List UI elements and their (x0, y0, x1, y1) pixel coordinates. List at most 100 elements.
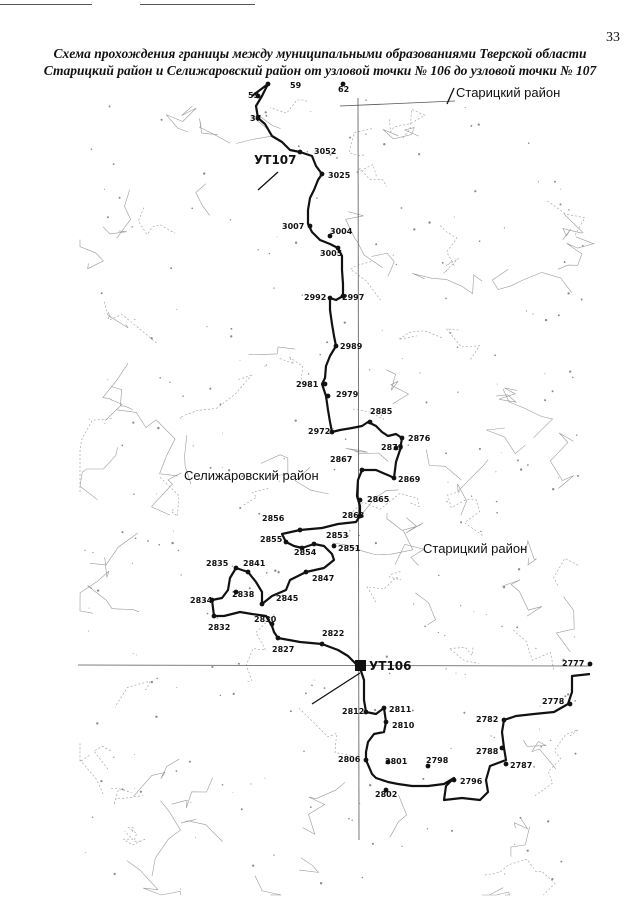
terrain-dot (557, 314, 560, 317)
map-title-line2: Старицкий район и Селижаровский район от… (43, 63, 597, 78)
terrain-line (355, 164, 388, 187)
terrain-dot (171, 541, 174, 545)
terrain-dot (351, 819, 353, 821)
terrain-line (79, 742, 105, 797)
terrain-dot (230, 327, 233, 330)
municipal-boundary-line (210, 82, 591, 802)
boundary-point-label: 2835 (206, 559, 229, 568)
terrain-line (159, 477, 180, 517)
grid-line-vertical (357, 97, 360, 841)
boundary-point-label: 2869 (398, 475, 421, 484)
grid-line-top (339, 100, 456, 107)
terrain-dot (336, 157, 338, 159)
boundary-point-label: 2802 (375, 790, 397, 799)
terrain-dot (567, 292, 570, 295)
terrain-dot (438, 574, 440, 577)
terrain-dot (544, 373, 546, 375)
terrain-line (562, 213, 584, 241)
terrain-line (448, 647, 480, 664)
terrain-line (138, 207, 176, 236)
terrain-dot (559, 203, 562, 206)
terrain-dot (332, 428, 334, 430)
region-pointer (446, 87, 455, 105)
terrain-dot (457, 391, 459, 393)
terrain-dot (562, 658, 565, 661)
terrain-line (398, 330, 442, 340)
terrain-dot (304, 692, 307, 695)
boundary-point-marker (307, 223, 313, 229)
terrain-dot (361, 876, 364, 879)
terrain-dot (311, 299, 313, 301)
terrain-dot (139, 790, 143, 793)
terrain-dot (211, 665, 214, 668)
terrain-dot (160, 118, 163, 121)
terrain-dot (319, 353, 321, 356)
terrain-dot (455, 672, 457, 674)
terrain-dot (170, 267, 173, 270)
terrain-line (412, 273, 483, 295)
terrain-line (513, 629, 555, 672)
terrain-dot (424, 625, 426, 628)
terrain-dot (504, 873, 506, 875)
terrain-dot (326, 341, 329, 344)
terrain-dot (264, 365, 266, 367)
terrain-dot (108, 105, 111, 108)
boundary-point-label: 2782 (476, 715, 498, 724)
terrain-line (557, 236, 595, 270)
boundary-point-marker (325, 393, 331, 399)
terrain-line (349, 493, 420, 515)
terrain-dot (496, 383, 498, 385)
terrain-dot (450, 747, 452, 749)
terrain-dot (92, 551, 94, 554)
terrain-dot (132, 652, 134, 654)
terrain-dot (474, 190, 477, 193)
boundary-point-marker (391, 475, 397, 481)
terrain-line (371, 252, 395, 277)
boundary-point-marker (357, 497, 363, 503)
terrain-dot (519, 816, 522, 819)
terrain-line (171, 777, 213, 809)
terrain-dot (134, 537, 137, 540)
terrain-dot (401, 358, 403, 360)
terrain-dot (464, 106, 466, 109)
boundary-point-marker (357, 513, 363, 519)
terrain-dot (309, 806, 312, 808)
terrain-dot (493, 736, 495, 739)
terrain-dot (306, 151, 309, 153)
terrain-dot (572, 376, 574, 379)
terrain-dot (333, 468, 336, 471)
terrain-dot (190, 802, 192, 804)
boundary-point-marker (327, 295, 333, 301)
terrain-dot (100, 292, 103, 295)
top-rule (0, 4, 92, 5)
terrain-dot (134, 319, 136, 321)
terrain-dot (460, 605, 462, 607)
terrain-dot (371, 842, 374, 845)
terrain-dot (485, 614, 487, 615)
terrain-dot (447, 481, 449, 483)
terrain-line (79, 556, 110, 614)
terrain-dot (444, 634, 446, 637)
terrain-dot (343, 321, 346, 324)
grid-line-horizontal (77, 664, 591, 667)
terrain-dot (131, 562, 133, 564)
terrain-dot (206, 326, 208, 328)
boundary-point-marker (399, 435, 405, 441)
terrain-dot (219, 694, 222, 697)
terrain-dot (456, 346, 459, 348)
terrain-line (439, 225, 458, 267)
boundary-point-marker (451, 777, 457, 783)
terrain-line (294, 467, 329, 495)
terrain-dot (133, 754, 135, 756)
terrain-dot (388, 672, 391, 675)
boundary-point-marker (233, 589, 239, 595)
terrain-line (248, 346, 296, 355)
terrain-line (241, 488, 269, 507)
terrain-dot (297, 145, 300, 148)
terrain-dot (576, 474, 580, 477)
boundary-point-label: 62 (338, 85, 349, 94)
terrain-dot (547, 820, 550, 823)
terrain-dot (576, 434, 578, 436)
ut106-marker (355, 660, 366, 671)
